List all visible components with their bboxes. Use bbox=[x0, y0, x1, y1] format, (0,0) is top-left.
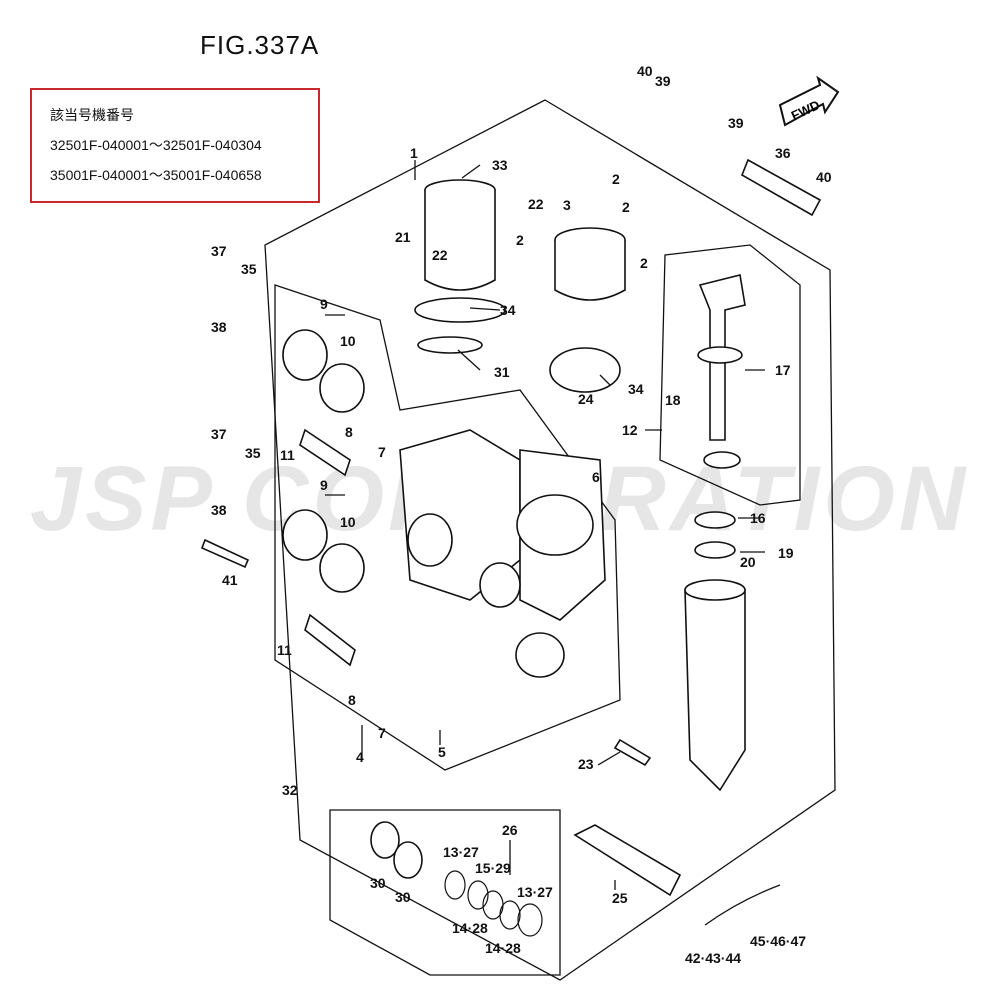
callout-8-lower: 8 bbox=[348, 692, 356, 708]
callout-18: 18 bbox=[665, 392, 681, 408]
callout-38-lower: 38 bbox=[211, 502, 227, 518]
callout-21: 21 bbox=[395, 229, 411, 245]
main-assembly-outline bbox=[264, 99, 836, 981]
callout-15-29: 15·29 bbox=[475, 860, 511, 876]
callout-25: 25 bbox=[612, 890, 628, 906]
seal-rings bbox=[370, 821, 543, 937]
callout-37-lower: 37 bbox=[211, 426, 227, 442]
callout-42-43-44: 42·43·44 bbox=[685, 950, 741, 966]
figure-title: FIG.337A bbox=[200, 30, 320, 60]
valve-assembly-upper bbox=[282, 329, 365, 477]
pump-body-part bbox=[399, 429, 606, 678]
callout-33: 33 bbox=[492, 157, 508, 173]
bolt-part bbox=[200, 538, 250, 569]
callout-8-upper: 8 bbox=[345, 424, 353, 440]
callout-36: 36 bbox=[775, 145, 791, 161]
callout-14-28-upper: 14·28 bbox=[452, 920, 488, 936]
callout-9-lower: 9 bbox=[320, 477, 328, 493]
callout-40-right: 40 bbox=[816, 169, 832, 185]
callout-14-28-lower: 14·28 bbox=[485, 940, 521, 956]
callout-11-upper: 11 bbox=[280, 447, 295, 463]
callout-24: 24 bbox=[578, 391, 594, 407]
callout-23: 23 bbox=[578, 756, 594, 772]
callout-22-lower: 22 bbox=[432, 247, 448, 263]
callout-5: 5 bbox=[438, 744, 446, 760]
callout-20: 20 bbox=[740, 554, 756, 570]
callout-31: 31 bbox=[494, 364, 510, 380]
callout-35-upper: 35 bbox=[241, 261, 257, 277]
callout-10-upper: 10 bbox=[340, 333, 356, 349]
callout-40-top: 40 bbox=[637, 63, 653, 79]
callout-32: 32 bbox=[282, 782, 298, 798]
callout-2-a: 2 bbox=[612, 171, 620, 187]
callout-30-left: 30 bbox=[370, 875, 386, 891]
callout-35-lower: 35 bbox=[245, 445, 261, 461]
serial-heading: 該当号機番号 bbox=[50, 107, 134, 123]
callout-30-right: 30 bbox=[395, 889, 411, 905]
motor-part bbox=[549, 227, 626, 393]
reservoir-part bbox=[414, 179, 506, 354]
callouts: 1 33 22 21 22 34 31 3 2 2 2 2 34 24 6 40… bbox=[211, 63, 832, 966]
pump-housing-outline bbox=[274, 284, 621, 771]
ground-cable bbox=[704, 884, 781, 926]
callout-19: 19 bbox=[778, 545, 794, 561]
callout-9-upper: 9 bbox=[320, 296, 328, 312]
callout-7-lower: 7 bbox=[378, 725, 386, 741]
callout-11-lower: 11 bbox=[277, 642, 292, 658]
callout-4: 4 bbox=[356, 749, 364, 765]
callout-41: 41 bbox=[222, 572, 238, 588]
applicable-serial-box: 該当号機番号 32501F-040001～32501F-040304 35001… bbox=[30, 88, 320, 203]
callout-13-27-left: 13·27 bbox=[443, 844, 479, 860]
piston-rod-part bbox=[697, 274, 746, 469]
callout-3: 3 bbox=[563, 197, 571, 213]
seal-kit-outline bbox=[329, 809, 561, 976]
callout-39-top: 39 bbox=[655, 73, 671, 89]
callout-38-upper: 38 bbox=[211, 319, 227, 335]
callout-10-lower: 10 bbox=[340, 514, 356, 530]
callout-39-mid: 39 bbox=[728, 115, 744, 131]
cylinder-group-outline bbox=[659, 244, 801, 506]
manual-valve-part bbox=[573, 824, 682, 897]
callout-45-46-47: 45·46·47 bbox=[750, 933, 806, 949]
callout-2-d: 2 bbox=[640, 255, 648, 271]
callout-7-upper: 7 bbox=[378, 444, 386, 460]
callout-26: 26 bbox=[502, 822, 518, 838]
callout-2-b: 2 bbox=[622, 199, 630, 215]
callout-34-upper: 34 bbox=[500, 302, 516, 318]
pin-part bbox=[740, 158, 822, 217]
callout-22-upper: 22 bbox=[528, 196, 544, 212]
callout-37-upper: 37 bbox=[211, 243, 227, 259]
callout-1: 1 bbox=[410, 145, 418, 161]
callout-34-lower: 34 bbox=[628, 381, 644, 397]
valve-assembly-lower bbox=[282, 509, 365, 667]
leader-lines bbox=[325, 160, 765, 890]
serial-range-1: 32501F-040001～32501F-040304 bbox=[50, 137, 262, 153]
callout-17: 17 bbox=[775, 362, 791, 378]
callout-6: 6 bbox=[592, 469, 600, 485]
callout-16: 16 bbox=[750, 510, 766, 526]
bolt-23-part bbox=[613, 738, 652, 767]
callout-2-c: 2 bbox=[516, 232, 524, 248]
fwd-arrow-icon: FWD bbox=[778, 75, 840, 127]
serial-range-2: 35001F-040001～35001F-040658 bbox=[50, 167, 262, 183]
cylinder-tube-part bbox=[684, 511, 746, 792]
callout-12: 12 bbox=[622, 422, 638, 438]
callout-13-27-right: 13·27 bbox=[517, 884, 553, 900]
